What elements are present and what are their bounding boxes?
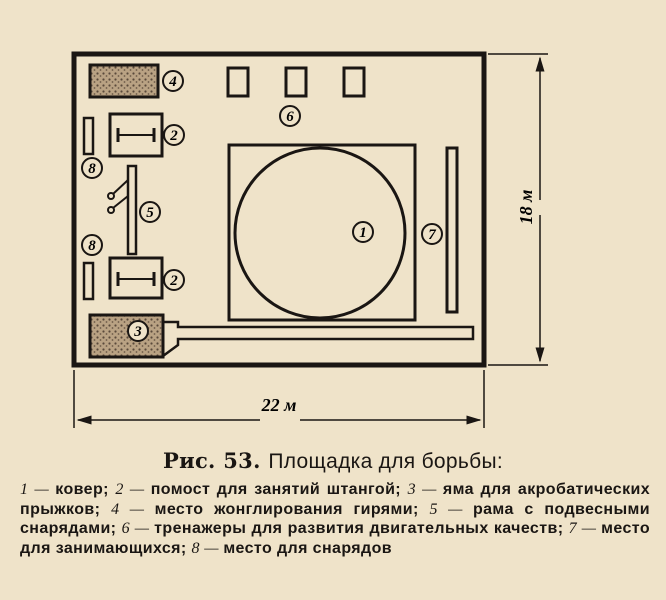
height-label: 18 м <box>516 190 536 225</box>
marker-8-8: 8 <box>81 157 103 179</box>
weightlifting-platform-lower <box>108 256 164 300</box>
kettlebell-juggling-area <box>88 63 160 99</box>
marker-1-0: 1 <box>352 221 374 243</box>
legend-number-5: 5 — <box>429 500 473 518</box>
legend-text-6: тренажеры для развития двигательных каче… <box>154 520 569 537</box>
marker-4-4: 4 <box>162 70 184 92</box>
height-dimension: 18 м <box>488 53 548 366</box>
legend-number-2: 2 — <box>115 481 151 498</box>
legend-text-7: место для занимающихся; <box>20 520 650 557</box>
marker-label: 3 <box>133 324 142 340</box>
figure-legend: 1 — ковер; 2 — помост для занятий штанго… <box>20 480 650 558</box>
width-label: 22 м <box>261 395 297 415</box>
marker-5-5: 5 <box>139 201 161 223</box>
legend-number-3: 3 — <box>407 481 443 498</box>
marker-8-9: 8 <box>81 234 103 256</box>
legend-text-5: рама с подвесными снарядами; <box>20 500 651 538</box>
legend-text-3: яма для акробатических прыжков; <box>20 481 651 518</box>
legend-number-7: 7 — <box>568 520 602 537</box>
marker-7-7: 7 <box>421 223 443 245</box>
marker-label: 8 <box>88 238 96 254</box>
legend-text-8: место для снарядов <box>223 539 393 557</box>
marker-label: 5 <box>146 205 154 221</box>
figure-title: Площадка для борьбы: <box>268 450 503 473</box>
legend-text-4: место жонглирования гирями; <box>154 500 430 518</box>
marker-label: 7 <box>428 227 436 243</box>
hall-outline <box>71 51 487 368</box>
acrobatic-jump-pit <box>88 313 475 359</box>
marker-label: 2 <box>169 128 178 144</box>
legend-number-6: 6 — <box>121 520 155 537</box>
wrestling-mat-circle <box>233 146 407 320</box>
figure-caption: Рис. 53. Площадка для борьбы: <box>0 448 666 474</box>
legend-number-4: 4 — <box>111 500 155 518</box>
trainer-2 <box>284 66 308 98</box>
legend-text-2: помост для занятий штангой; <box>150 481 408 498</box>
wrestling-area-plan: 18 м 22 м 1 2 2 3 4 5 6 7 8 8 <box>71 51 548 428</box>
legend-text-1: ковер; <box>55 481 116 498</box>
apparatus-place-upper <box>82 116 95 156</box>
legend-number-8: 8 — <box>191 539 224 557</box>
marker-2-2: 2 <box>163 269 185 291</box>
participants-place <box>445 146 459 314</box>
marker-label: 6 <box>286 109 294 125</box>
figure-label: Рис. 53. <box>163 448 261 473</box>
marker-label: 4 <box>168 74 177 90</box>
marker-2-1: 2 <box>163 124 185 146</box>
weightlifting-platform-upper <box>108 112 164 158</box>
marker-3-3: 3 <box>127 320 149 342</box>
wrestling-mat-square <box>227 143 417 322</box>
legend-number-1: 1 — <box>20 481 56 498</box>
apparatus-place-lower <box>82 261 95 301</box>
width-dimension: 22 м <box>73 370 485 428</box>
marker-label: 2 <box>169 273 178 289</box>
marker-label: 1 <box>359 225 367 241</box>
marker-6-6: 6 <box>279 105 301 127</box>
marker-label: 8 <box>88 161 96 177</box>
trainer-1 <box>226 66 250 98</box>
hanging-apparatus-frame <box>107 164 138 256</box>
trainer-3 <box>342 66 366 98</box>
